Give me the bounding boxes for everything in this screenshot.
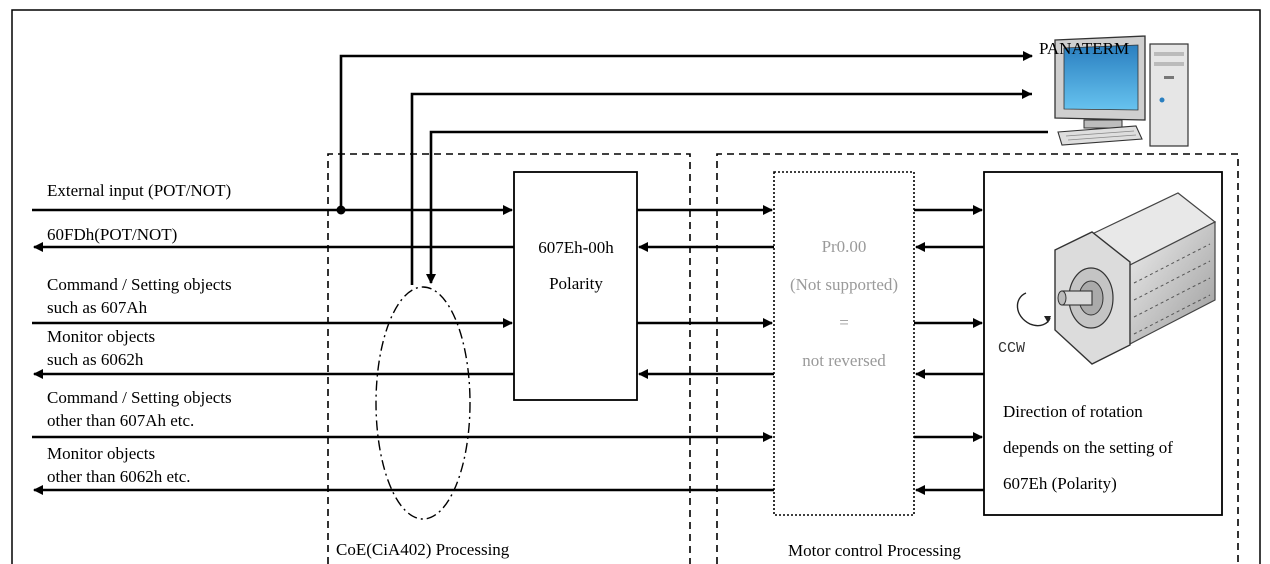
signal-label-monitor-6062-line2: such as 6062h [47, 350, 144, 369]
polarity-code-label: 607Eh-00h [538, 238, 614, 257]
signal-label-60fdh: 60FDh(POT/NOT) [47, 225, 177, 244]
pr000-code-label: Pr0.00 [822, 237, 867, 256]
pr000-equals-label: = [839, 313, 849, 332]
pr000-support-label: (Not supported) [790, 275, 898, 294]
panaterm-link-external [339, 51, 1033, 210]
rotation-note-line3: 607Eh (Polarity) [1003, 474, 1117, 493]
signal-label-monitor-6062-line1: Monitor objects [47, 327, 155, 346]
object-ellipse [375, 286, 471, 520]
arrowhead [1022, 89, 1032, 99]
signal-label-external-input: External input (POT/NOT) [47, 181, 231, 200]
signal-label-monitor-other-line1: Monitor objects [47, 444, 155, 463]
signal-label-command-607a-line1: Command / Setting objects [47, 275, 232, 294]
coe-region-title: CoE(CiA402) Processing [336, 540, 510, 559]
panaterm-link-command [410, 92, 1032, 285]
ccw-label: CCW [998, 340, 1025, 357]
signal-label-monitor-other-line2: other than 6062h etc. [47, 467, 191, 486]
polarity-box [513, 171, 638, 401]
panaterm-link-monitor [426, 130, 1048, 284]
signal-label-command-other-line2: other than 607Ah etc. [47, 411, 194, 430]
motor-region-title: Motor control Processing [788, 541, 961, 560]
coe-region-border [327, 153, 691, 564]
computer-icon [1054, 35, 1189, 147]
polarity-name-label: Polarity [549, 274, 603, 293]
signal-label-command-other-line1: Command / Setting objects [47, 388, 232, 407]
motor-region-border [716, 153, 1239, 564]
pr000-state-label: not reversed [802, 351, 886, 370]
rotation-note-line1: Direction of rotation [1003, 402, 1143, 421]
ccw-rotation-icon [1016, 292, 1051, 327]
servo-motor-icon [1054, 192, 1217, 365]
pr000-box [773, 171, 915, 516]
signal-label-command-607a-line2: such as 607Ah [47, 298, 148, 317]
panaterm-label: PANATERM [1039, 39, 1129, 58]
rotation-note-line2: depends on the setting of [1003, 438, 1173, 457]
outer-frame [11, 9, 1261, 564]
